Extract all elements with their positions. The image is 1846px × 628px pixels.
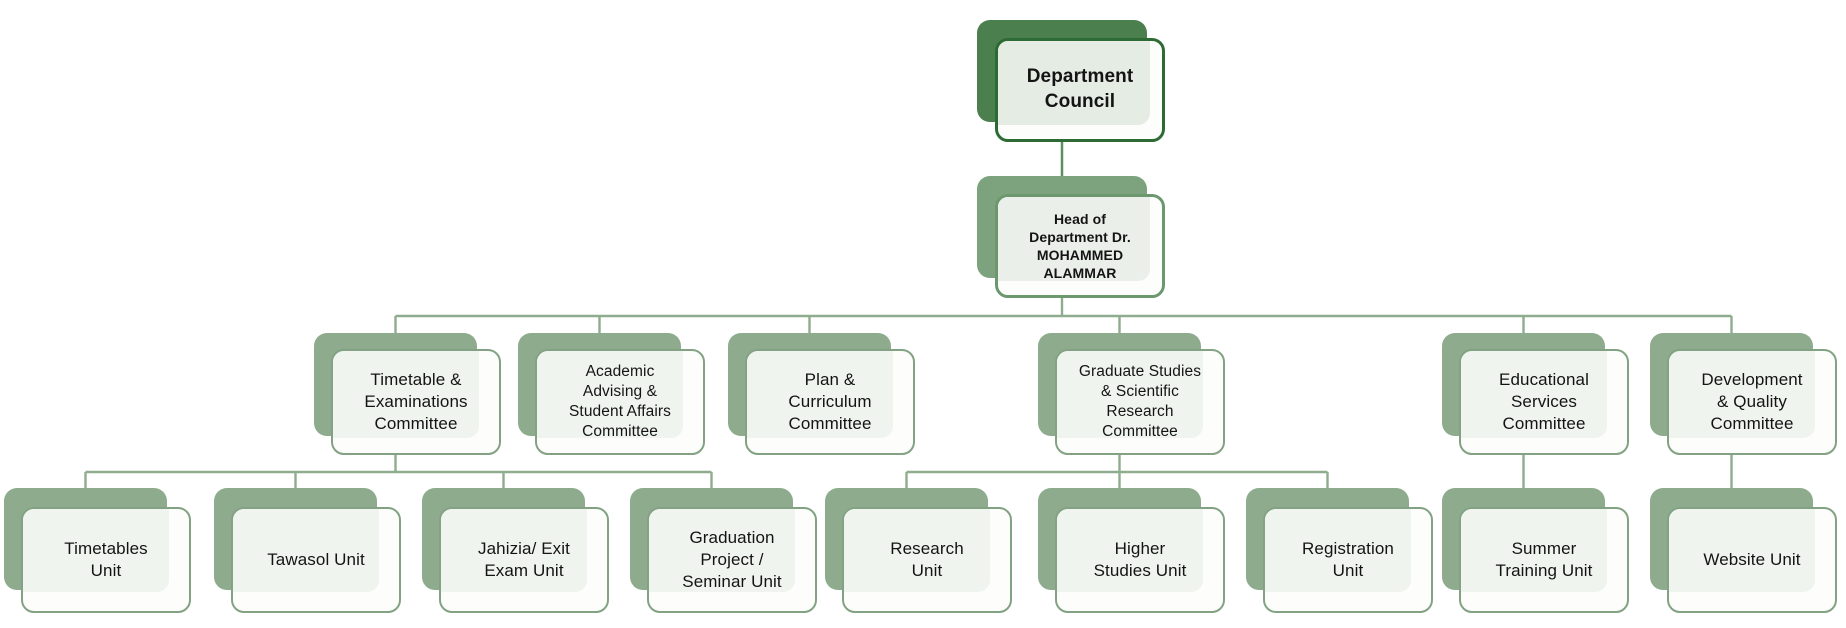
node-label: Development & Quality Committee <box>1701 369 1803 434</box>
card-tint <box>1669 509 1815 592</box>
node-label: Timetable & Examinations Committee <box>364 369 468 434</box>
node-label: Timetables Unit <box>64 538 148 580</box>
connector-head-committees <box>394 292 1733 342</box>
card-tint <box>23 509 169 592</box>
node-card: Graduate Studies & Scientific Research C… <box>1055 349 1225 455</box>
node-label: Website Unit <box>1703 549 1801 569</box>
node-label: Higher Studies Unit <box>1093 538 1187 580</box>
node-label: Plan & Curriculum Committee <box>788 369 872 434</box>
card-tint <box>1461 351 1607 438</box>
card-tint <box>1265 509 1411 592</box>
node-label: Jahizia/ Exit Exam Unit <box>477 538 570 580</box>
connector-timetable-units <box>84 450 713 498</box>
node-card: Head of Department Dr. MOHAMMED ALAMMAR <box>995 194 1165 298</box>
node-card: Website Unit <box>1667 507 1837 613</box>
node-card: Development & Quality Committee <box>1667 349 1837 455</box>
connector-graduate-units <box>905 450 1329 498</box>
node-label: Educational Services Committee <box>1499 369 1589 434</box>
card-tint <box>844 509 990 592</box>
node-card: Graduation Project / Seminar Unit <box>647 507 817 613</box>
node-label: Research Unit <box>890 538 964 580</box>
card-tint <box>1669 351 1815 438</box>
node-label: Head of Department Dr. MOHAMMED ALAMMAR <box>1029 210 1131 282</box>
node-label: Academic Advising & Student Affairs Comm… <box>568 362 672 441</box>
node-label: Tawasol Unit <box>267 549 365 569</box>
node-card: Department Council <box>995 38 1165 142</box>
card-tint <box>333 351 479 438</box>
card-tint <box>998 41 1150 125</box>
node-card: Jahizia/ Exit Exam Unit <box>439 507 609 613</box>
node-card: Registration Unit <box>1263 507 1433 613</box>
node-label: Summer Training Unit <box>1495 538 1593 580</box>
node-label: Registration Unit <box>1302 538 1394 580</box>
node-label: Graduate Studies & Scientific Research C… <box>1078 362 1202 441</box>
card-tint <box>998 197 1150 281</box>
card-tint <box>1057 351 1203 438</box>
node-card: Academic Advising & Student Affairs Comm… <box>535 349 705 455</box>
card-tint <box>537 351 683 438</box>
node-card: Plan & Curriculum Committee <box>745 349 915 455</box>
card-tint <box>1461 509 1607 592</box>
card-tint <box>747 351 893 438</box>
card-tint <box>649 509 795 592</box>
node-label: Department Council <box>1026 66 1134 112</box>
card-tint <box>233 509 379 592</box>
node-card: Educational Services Committee <box>1459 349 1629 455</box>
card-tint <box>441 509 587 592</box>
card-tint <box>1057 509 1203 592</box>
node-card: Summer Training Unit <box>1459 507 1629 613</box>
node-card: Research Unit <box>842 507 1012 613</box>
node-card: Higher Studies Unit <box>1055 507 1225 613</box>
node-label: Graduation Project / Seminar Unit <box>682 527 782 592</box>
node-card: Timetables Unit <box>21 507 191 613</box>
node-card: Timetable & Examinations Committee <box>331 349 501 455</box>
node-card: Tawasol Unit <box>231 507 401 613</box>
